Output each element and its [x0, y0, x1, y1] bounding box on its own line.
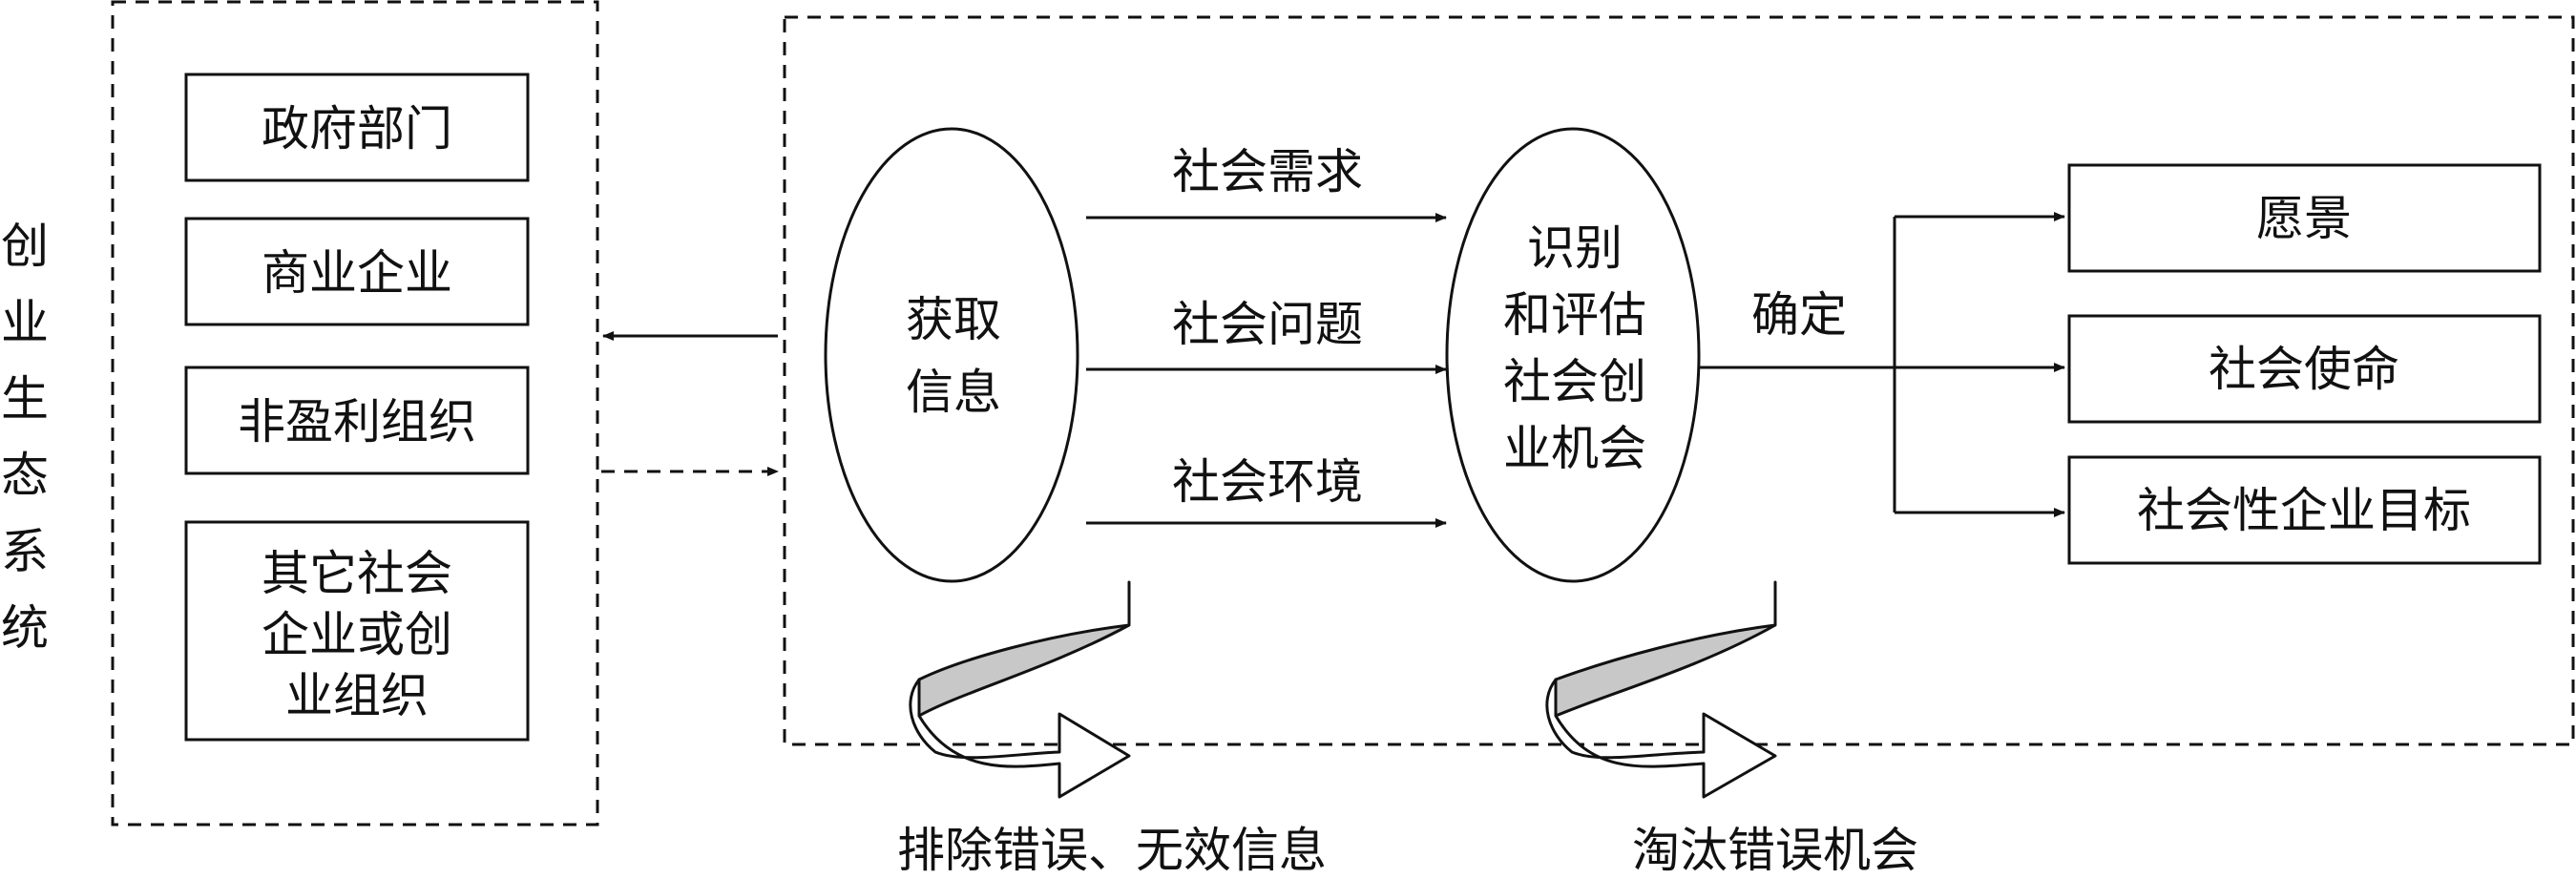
- nonprofit-box: [184, 366, 530, 475]
- filter-caption-2: 淘汰错误机会: [1632, 823, 1918, 878]
- ecosystem-title-char: 创: [1, 219, 49, 274]
- acquire-info-line: 信息: [906, 365, 1001, 420]
- ecosystem-title-char: 态: [1, 448, 49, 503]
- vision-box: [2067, 163, 2542, 273]
- goal-box: [2067, 455, 2542, 565]
- business-box: [184, 217, 530, 326]
- mission-box: [2067, 314, 2542, 424]
- other-org-box: [184, 520, 530, 742]
- social-environment-label: 社会环境: [1172, 454, 1363, 510]
- acquire-info-ellipse: [824, 127, 1079, 583]
- identify-evaluate-line: 识别: [1527, 220, 1623, 276]
- ecosystem-container: [111, 0, 599, 827]
- other-org-line: 企业或创: [262, 607, 452, 662]
- ecosystem-title-char: 统: [1, 600, 49, 656]
- process-container: [783, 15, 2575, 746]
- ecosystem-title-char: 生: [1, 371, 49, 427]
- filter-arrow-2: [1545, 580, 1777, 799]
- filter-arrow-1: [909, 580, 1131, 799]
- government-label: 政府部门: [262, 101, 452, 157]
- identify-evaluate-line: 业机会: [1503, 421, 1646, 476]
- ecosystem-title: 创 业 生 态 系 统: [1, 219, 49, 656]
- nonprofit-label: 非盈利组织: [238, 394, 476, 450]
- ecosystem-title-char: 系: [1, 524, 49, 579]
- identify-evaluate-line: 社会创: [1503, 354, 1646, 409]
- identify-evaluate-line: 和评估: [1503, 287, 1646, 343]
- determine-label: 确定: [1751, 287, 1847, 343]
- identify-evaluate-ellipse: [1445, 127, 1701, 583]
- social-problems-label: 社会问题: [1172, 297, 1363, 352]
- goal-label: 社会性企业目标: [2137, 483, 2471, 538]
- filter-caption-1: 排除错误、无效信息: [897, 823, 1327, 878]
- social-needs-label: 社会需求: [1172, 144, 1363, 199]
- acquire-info-line: 获取: [906, 292, 1001, 347]
- ecosystem-title-char: 业: [1, 295, 49, 350]
- other-org-line: 其它社会: [262, 546, 452, 601]
- other-org-line: 业组织: [285, 668, 429, 723]
- mission-label: 社会使命: [2209, 342, 2399, 397]
- government-box: [184, 73, 530, 182]
- business-label: 商业企业: [262, 245, 452, 301]
- vision-label: 愿景: [2256, 191, 2352, 246]
